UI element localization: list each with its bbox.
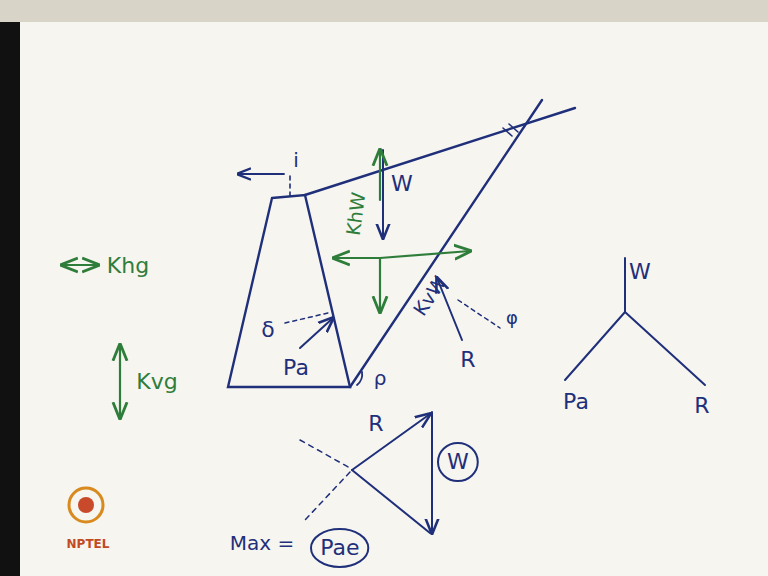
slope-arrow <box>238 173 284 175</box>
circled-value: Pae <box>310 528 369 568</box>
force-label: R <box>694 395 709 417</box>
circle-outline <box>438 443 478 481</box>
force-label: R <box>460 349 475 371</box>
concurrent-thrust <box>565 312 625 380</box>
wall-normal <box>285 313 328 323</box>
concurrent-weight <box>624 258 626 312</box>
trial-line <box>300 440 350 468</box>
force-label: R <box>368 413 383 435</box>
force-label: Pa <box>563 391 589 413</box>
angle-arc <box>357 372 362 385</box>
horizontal-seismic-arrow <box>380 251 470 258</box>
angle-label: ρ <box>374 368 387 388</box>
active-thrust-arrow <box>300 318 333 348</box>
seismic-force-label: KvW <box>410 273 450 319</box>
angle-label: φ <box>506 309 518 327</box>
failure-plane <box>350 100 542 387</box>
acceleration-label: Kvg <box>136 371 177 393</box>
force-label: W <box>629 261 651 283</box>
plane-normal <box>458 300 500 328</box>
logo-ring <box>69 488 103 522</box>
polygon-thrust <box>352 470 430 533</box>
nptel-logo <box>69 488 103 522</box>
vertical-seismic-arrow <box>379 258 381 312</box>
polygon-weight <box>431 412 433 533</box>
seismic-force-label: KhW <box>344 191 369 237</box>
board-top <box>0 0 768 22</box>
logo-core <box>78 497 94 513</box>
slope-label: i <box>293 150 299 170</box>
polygon-reaction <box>352 414 430 470</box>
horizontal-seismic-arrow <box>334 257 380 259</box>
vertical-acceleration-arrow <box>119 345 121 418</box>
weight-arrow <box>382 150 384 238</box>
acceleration-label: Khg <box>107 255 149 277</box>
circled-value: W <box>437 442 479 482</box>
node-text: Pae <box>320 537 359 559</box>
node-text: W <box>447 451 469 473</box>
note-text: Max = <box>230 533 294 553</box>
intersection-mark <box>503 124 518 136</box>
backfill-surface <box>305 108 575 195</box>
wall-outline <box>228 195 350 387</box>
horizontal-acceleration-arrow <box>62 264 98 266</box>
force-label: W <box>391 173 413 195</box>
vertical-seismic-arrow <box>379 150 381 200</box>
logo-text: NPTEL <box>67 538 110 550</box>
frame-edge <box>0 0 20 576</box>
angle-label: δ <box>261 319 274 341</box>
force-label: Pa <box>283 357 309 379</box>
trial-line <box>305 472 350 520</box>
slope-reference <box>289 176 291 196</box>
circle-outline <box>311 529 368 567</box>
concurrent-reaction <box>625 312 705 385</box>
